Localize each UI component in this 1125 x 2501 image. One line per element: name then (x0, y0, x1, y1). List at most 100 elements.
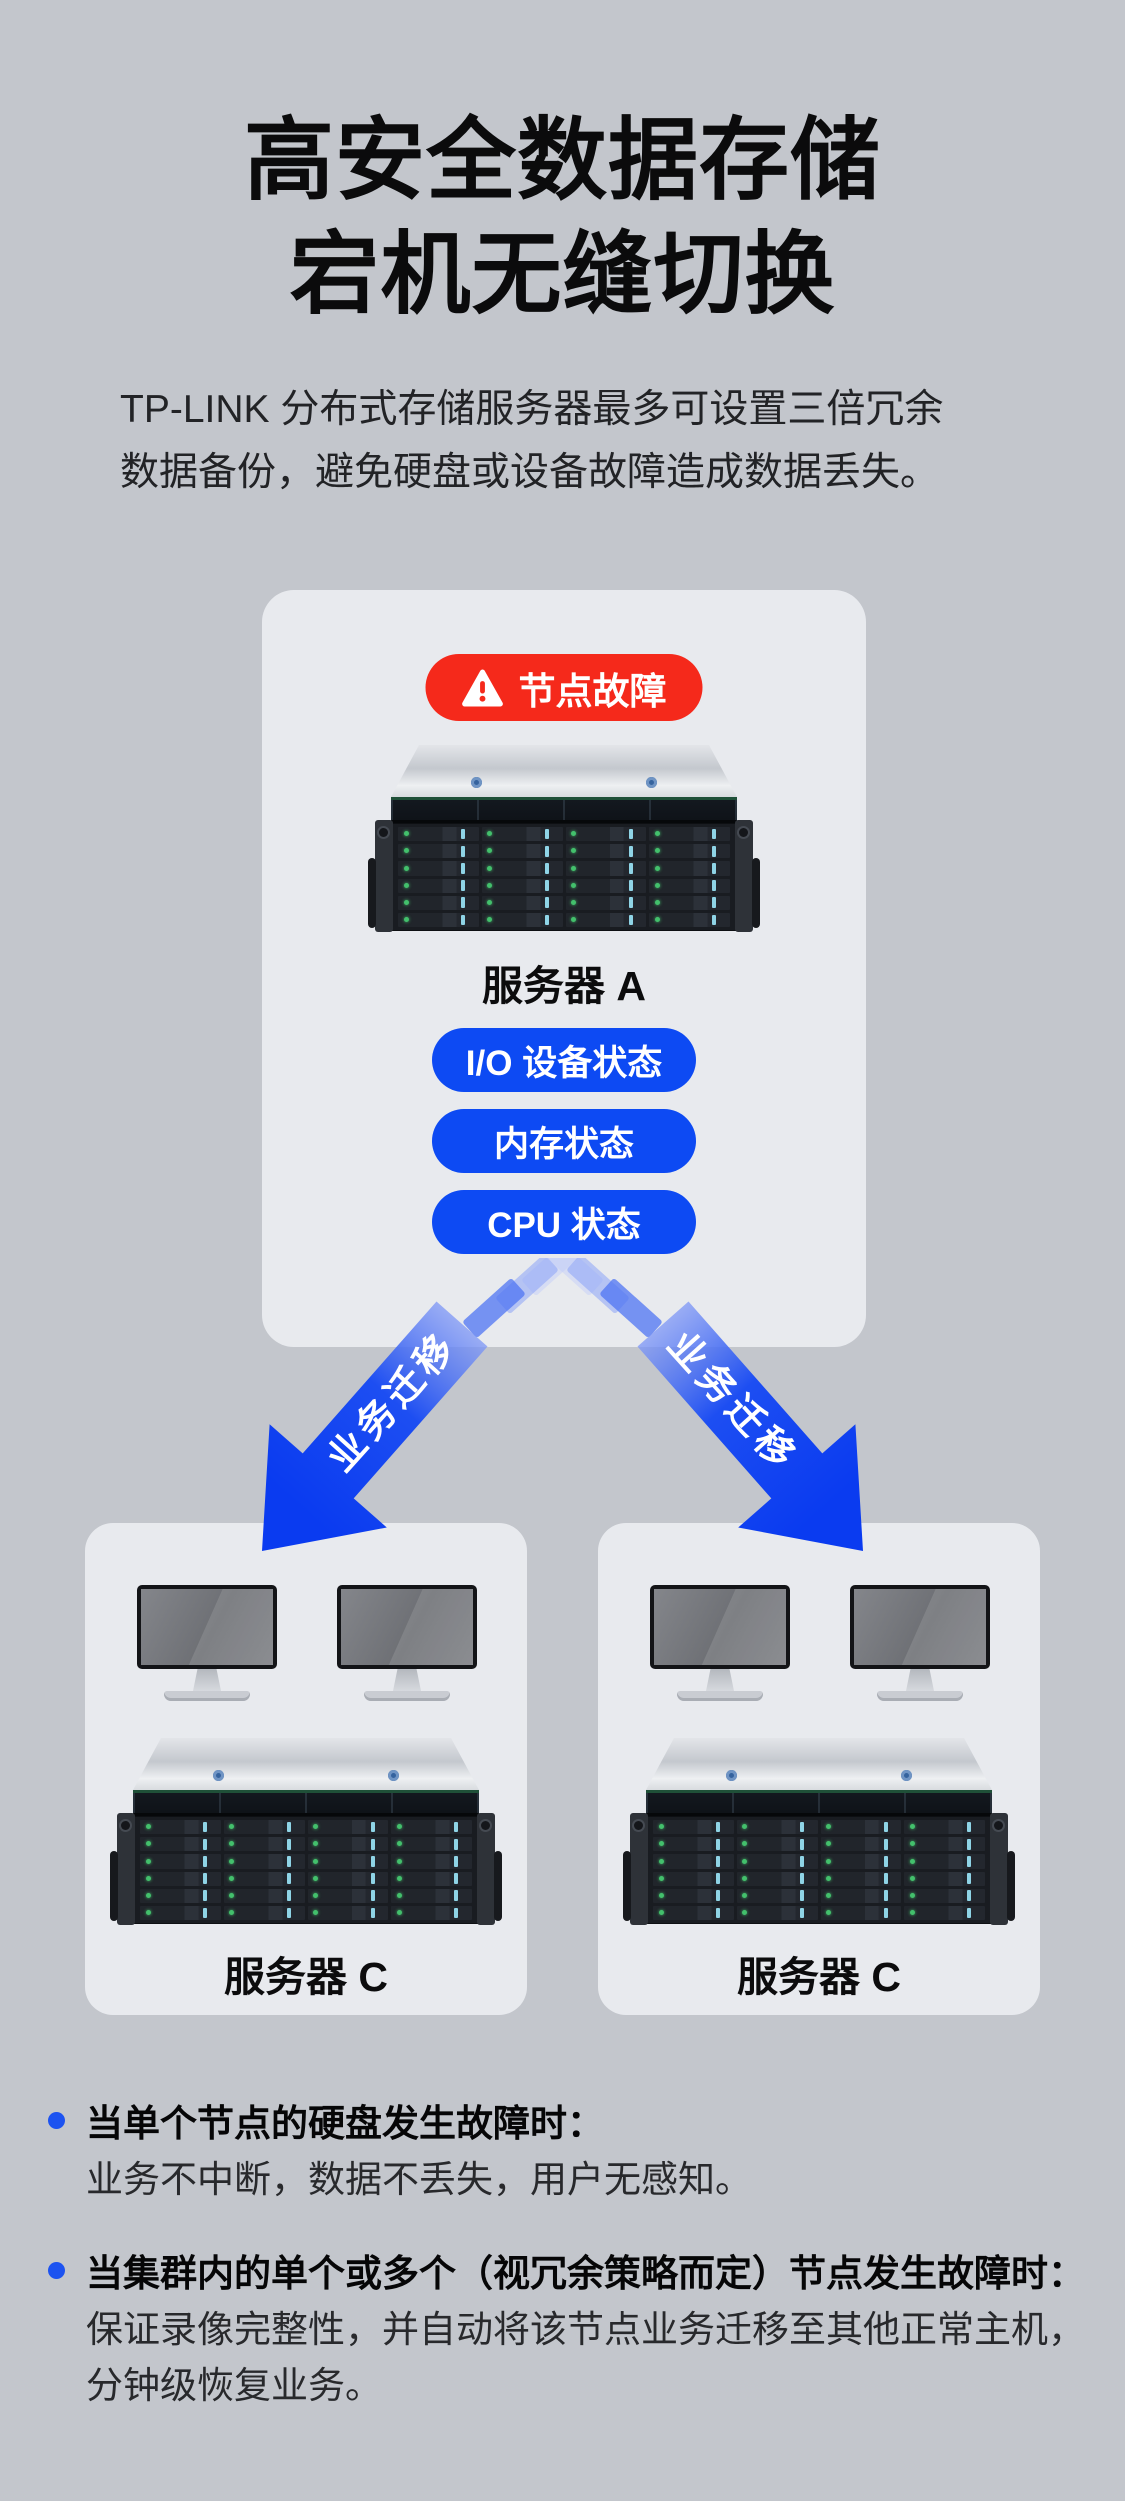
drive-bay (565, 844, 647, 859)
drive-bay (904, 1888, 985, 1903)
monitor-screen (341, 1589, 473, 1665)
monitor-screen (141, 1589, 273, 1665)
screw-icon (901, 1770, 913, 1781)
screw-icon (212, 1770, 224, 1781)
server-deck (133, 1790, 479, 1816)
note-single-disk-failure: 当单个节点的硬盘发生故障时： 业务不中断，数据不丢失，用户无感知。 (48, 2096, 1093, 2208)
target-server-card-left: 服务器 C (85, 1523, 527, 2015)
note-heading: 当集群内的单个或多个（视冗余策略而定）节点发生故障时： (86, 2253, 1085, 2294)
node-fault-badge-label: 节点故障 (518, 670, 667, 712)
monitor-icon (137, 1585, 277, 1701)
monitor-frame (850, 1585, 990, 1669)
migration-arrow-right (637, 1301, 863, 1551)
screw-icon (388, 1770, 400, 1781)
drive-bay (391, 1905, 472, 1920)
monitor-stand (193, 1669, 221, 1691)
page-title-line1: 高安全数据存储 (244, 111, 881, 211)
drive-bay (391, 1854, 472, 1869)
target-server-card-right: 服务器 C (598, 1523, 1040, 2015)
drive-bay (653, 1820, 734, 1835)
drive-bay (398, 895, 479, 910)
note-body-line: 保证录像完整性，并自动将该节点业务迁移至其他正常主机， (86, 2309, 1085, 2350)
server-a-graphic (368, 745, 760, 932)
drive-bay (391, 1820, 472, 1835)
drive-bay (140, 1905, 221, 1920)
server-c-right-graphic (623, 1738, 1015, 1925)
monitor-stand (393, 1669, 421, 1691)
drive-bay (649, 844, 730, 859)
drive-bay (904, 1905, 985, 1920)
monitor-screen (654, 1589, 786, 1665)
monitor-frame (650, 1585, 790, 1669)
drive-bay (904, 1871, 985, 1886)
note-heading: 当单个节点的硬盘发生故障时： (86, 2103, 604, 2144)
drive-bay (391, 1837, 472, 1852)
drive-bay (307, 1820, 389, 1835)
monitor-screen (854, 1589, 986, 1665)
drive-bay (820, 1837, 902, 1852)
drive-bay (565, 878, 647, 893)
drive-bay (140, 1820, 221, 1835)
monitor-base (164, 1691, 250, 1701)
drive-bay (736, 1905, 818, 1920)
drive-bay (736, 1837, 818, 1852)
monitor-stand (906, 1669, 934, 1691)
monitor-base (877, 1691, 963, 1701)
drive-bay (653, 1871, 734, 1886)
server-front-panel (110, 1813, 502, 1925)
drive-bay (649, 827, 730, 842)
server-right-ear (477, 1813, 502, 1925)
status-pill-cpu: CPU 状态 (432, 1190, 696, 1254)
drive-bay (481, 912, 563, 927)
drive-bay (223, 1905, 305, 1920)
drive-bay (398, 878, 479, 893)
drive-bay (736, 1820, 818, 1835)
server-deck (646, 1790, 992, 1816)
drive-bay (565, 895, 647, 910)
server-front-panel (623, 1813, 1015, 1925)
drive-bay (736, 1888, 818, 1903)
drive-bay (736, 1854, 818, 1869)
drive-bay (736, 1871, 818, 1886)
screw-icon (646, 777, 658, 788)
drive-bay (391, 1888, 472, 1903)
drive-bay (820, 1888, 902, 1903)
monitor-stand (706, 1669, 734, 1691)
monitor-base (677, 1691, 763, 1701)
server-deck (391, 797, 737, 823)
drive-bay (223, 1837, 305, 1852)
migration-arrow-left (262, 1301, 488, 1551)
monitor-frame (137, 1585, 277, 1669)
drive-bay (223, 1871, 305, 1886)
drive-bay (307, 1905, 389, 1920)
page-title: 高安全数据存储 宕机无缝切换 (0, 104, 1125, 332)
drive-bay (307, 1888, 389, 1903)
migration-arrow-right-label: 业务迁移 (659, 1324, 805, 1480)
drive-bay (140, 1854, 221, 1869)
server-left-ear (110, 1813, 135, 1925)
note-body-line: 分钟级恢复业务。 (86, 2365, 382, 2406)
server-top-lid (391, 745, 737, 797)
drive-bay (904, 1820, 985, 1835)
note-body-line: 业务不中断，数据不丢失，用户无感知。 (86, 2159, 752, 2200)
drive-bay (140, 1837, 221, 1852)
drive-bay (820, 1820, 902, 1835)
monitor-base (364, 1691, 450, 1701)
failed-node-card: 节点故障 服务器 A I/O 设备状态 内存状态 CPU 状态 (262, 590, 866, 1347)
drive-bay-grid (134, 1817, 478, 1923)
monitor-icon (337, 1585, 477, 1701)
server-a-label: 服务器 A (482, 963, 646, 1009)
drive-bay (649, 861, 730, 876)
page-subtitle-line1: TP-LINK 分布式存储服务器最多可设置三倍冗余 (120, 388, 944, 431)
warning-triangle-icon (462, 669, 503, 706)
bullet-dot-icon (48, 2262, 65, 2279)
page-subtitle-line2: 数据备份，避免硬盘或设备故障造成数据丢失。 (120, 451, 940, 494)
drive-bay (565, 861, 647, 876)
server-c-left-label: 服务器 C (224, 1954, 388, 2000)
status-pill-io: I/O 设备状态 (432, 1028, 696, 1092)
drive-bay (653, 1837, 734, 1852)
server-c-right-label: 服务器 C (737, 1954, 901, 2000)
arrow-trail-dashes-left (463, 1258, 584, 1338)
drive-bay (307, 1871, 389, 1886)
